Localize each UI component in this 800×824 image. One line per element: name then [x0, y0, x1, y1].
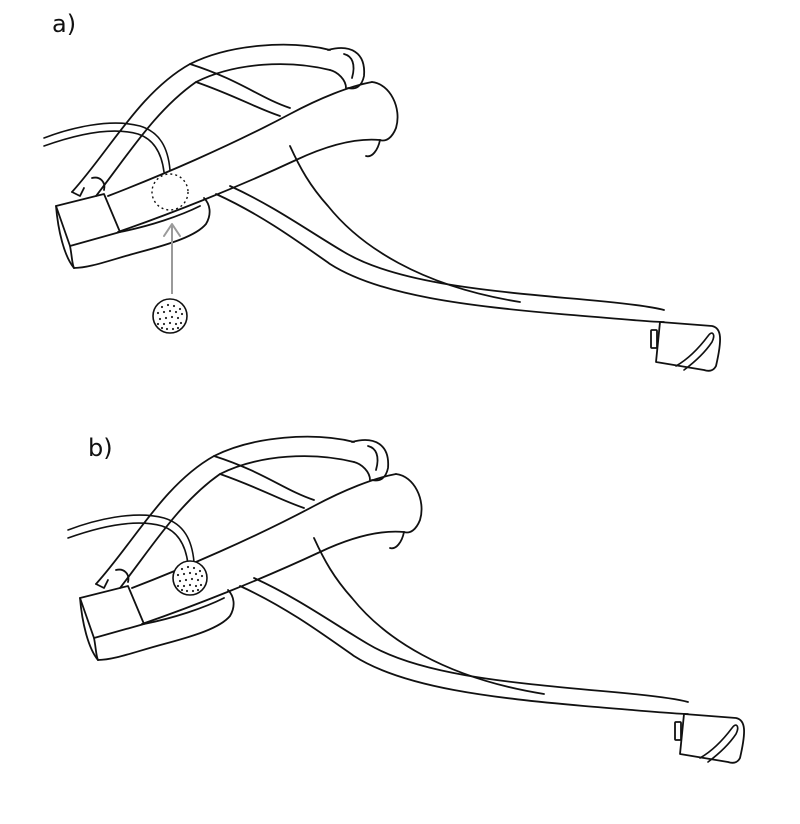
arrow-up-icon [163, 223, 181, 294]
headset-drawing-a [43, 43, 721, 372]
dotted-pad-icon [152, 298, 188, 334]
panel-a-label: a) [52, 10, 77, 38]
mounted-pad-icon [172, 560, 208, 596]
panel-b-headset [67, 435, 745, 764]
pad-target-outline [151, 173, 189, 211]
panel-b-label: b) [88, 434, 113, 462]
headset-drawing-b [67, 435, 745, 764]
panel-a-headset [43, 43, 721, 372]
